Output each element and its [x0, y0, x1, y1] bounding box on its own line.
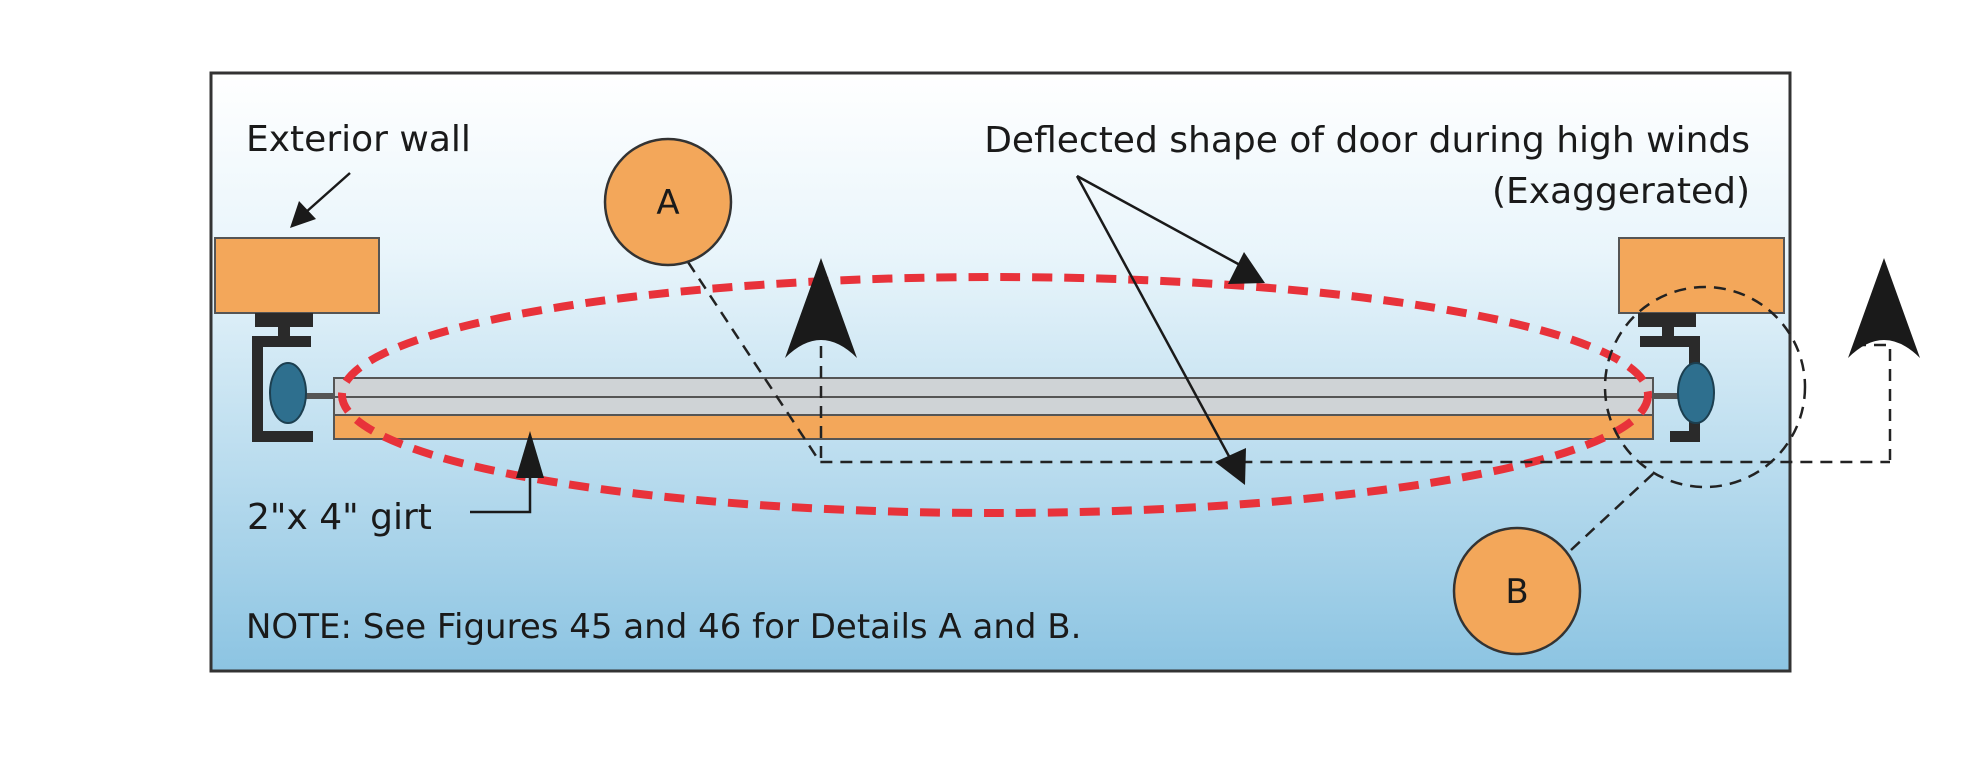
exterior-wall-pointer: [290, 172, 351, 228]
deflected-shape-pointer: [1075, 174, 1265, 485]
girt-board: [333, 414, 1654, 440]
track-bracket-right-icon: [1638, 313, 1700, 442]
note-text: NOTE: See Figures 45 and 46 for Details …: [246, 607, 1081, 647]
roller-right-icon: [1677, 362, 1715, 424]
detail-a-callout: [603, 137, 733, 267]
deflected-door-shape: [338, 273, 1652, 517]
detail-b-circle: [1603, 285, 1807, 489]
exterior-wall-left: [214, 237, 380, 314]
exterior-wall-label: Exterior wall: [246, 119, 471, 160]
detail-b-callout: [1452, 526, 1582, 656]
roller-left-icon: [269, 362, 307, 424]
exaggerated-label: (Exaggerated): [1492, 171, 1750, 212]
girt-pointer: [470, 431, 544, 514]
detail-b-label: B: [1505, 572, 1528, 612]
detail-a-label: A: [656, 183, 679, 223]
axle-left: [300, 393, 340, 399]
wind-arrow-icon: [785, 258, 857, 460]
axle-right: [1650, 393, 1688, 399]
girt-label: 2"x 4" girt: [247, 497, 432, 538]
wind-arrow-icon: [1848, 258, 1920, 460]
deflected-shape-label: Deflected shape of door during high wind…: [984, 120, 1750, 161]
track-bracket-left-icon: [252, 313, 313, 442]
